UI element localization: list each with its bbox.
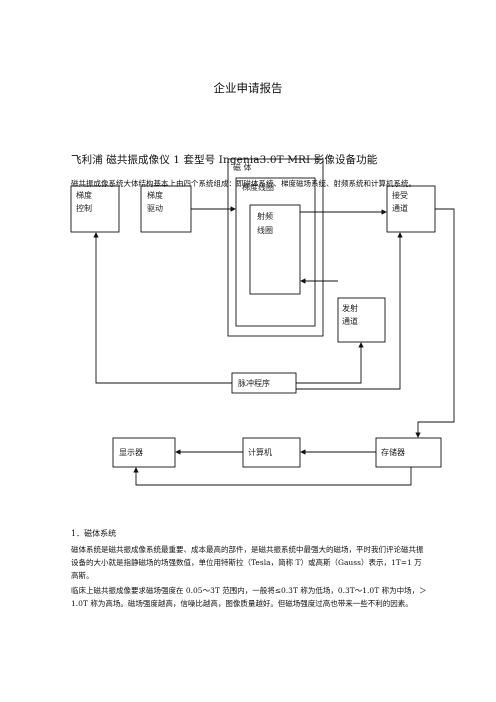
computer-label: 计算机: [248, 447, 272, 457]
section-1-paragraph-1: 磁体系统是磁共振成像系统最重要、成本最高的部件，是磁共振系统中最强大的磁场，平时…: [71, 545, 424, 580]
gradient-coil-box: [235, 177, 316, 327]
arrow-pulse-to-receive: [296, 232, 403, 390]
report-header-title: 企业申请报告: [213, 81, 283, 95]
storage-box: [375, 437, 442, 468]
gradient-control-label-line1: 梯度: [76, 190, 92, 200]
arrow-pulse-to-gradient-control: [93, 232, 232, 384]
arrow-storage-to-display: [133, 467, 412, 486]
gradient-driver-label-line2: 驱动: [147, 203, 163, 213]
gradient-coil-label: 梯度线圈: [242, 182, 274, 192]
magnet-label: 磁 体: [233, 162, 252, 172]
storage-label: 存储器: [381, 447, 405, 457]
display-label: 显示器: [119, 448, 143, 457]
section-1-paragraph-2: 临床上磁共振成像要求磁场强度在 0.05～3T 范围内，一般将≤0.3T 称为低…: [71, 586, 427, 608]
receive-channel-label-line2: 通道: [392, 203, 408, 213]
transmit-channel-label-line1: 发射: [342, 303, 358, 313]
transmit-channel-label-line2: 通道: [342, 316, 358, 326]
gradient-control-label-line2: 控制: [76, 203, 92, 213]
document-title: 飞利浦 磁共振成像仪 1 套型号 Ingenia3.0T MRI 影像设备功能: [71, 154, 378, 166]
arrow-pulse-to-transmit: [296, 342, 364, 384]
rf-coil-box: [249, 204, 301, 295]
arrow-receive-to-storage: [415, 208, 455, 438]
computer-box: [242, 437, 301, 468]
display-box: [112, 437, 176, 468]
pulse-sequence-label: 脉冲程序: [238, 378, 270, 388]
gradient-control-box: [70, 185, 120, 233]
transmit-channel-box: [337, 297, 386, 343]
section-1-heading: 1．磁体系统: [71, 529, 117, 538]
rf-coil-label-line1: 射频: [257, 211, 273, 221]
rf-coil-label-line2: 线圈: [257, 225, 273, 235]
magnet-box: [227, 158, 324, 337]
receive-channel-label-line1: 接受: [392, 190, 408, 200]
gradient-driver-label-line1: 梯度: [147, 190, 163, 200]
intro-paragraph: 磁共振成像系统大体结构基本上由四个系统组成：即磁体系统、梯度磁场系统、射频系统和…: [71, 179, 416, 188]
